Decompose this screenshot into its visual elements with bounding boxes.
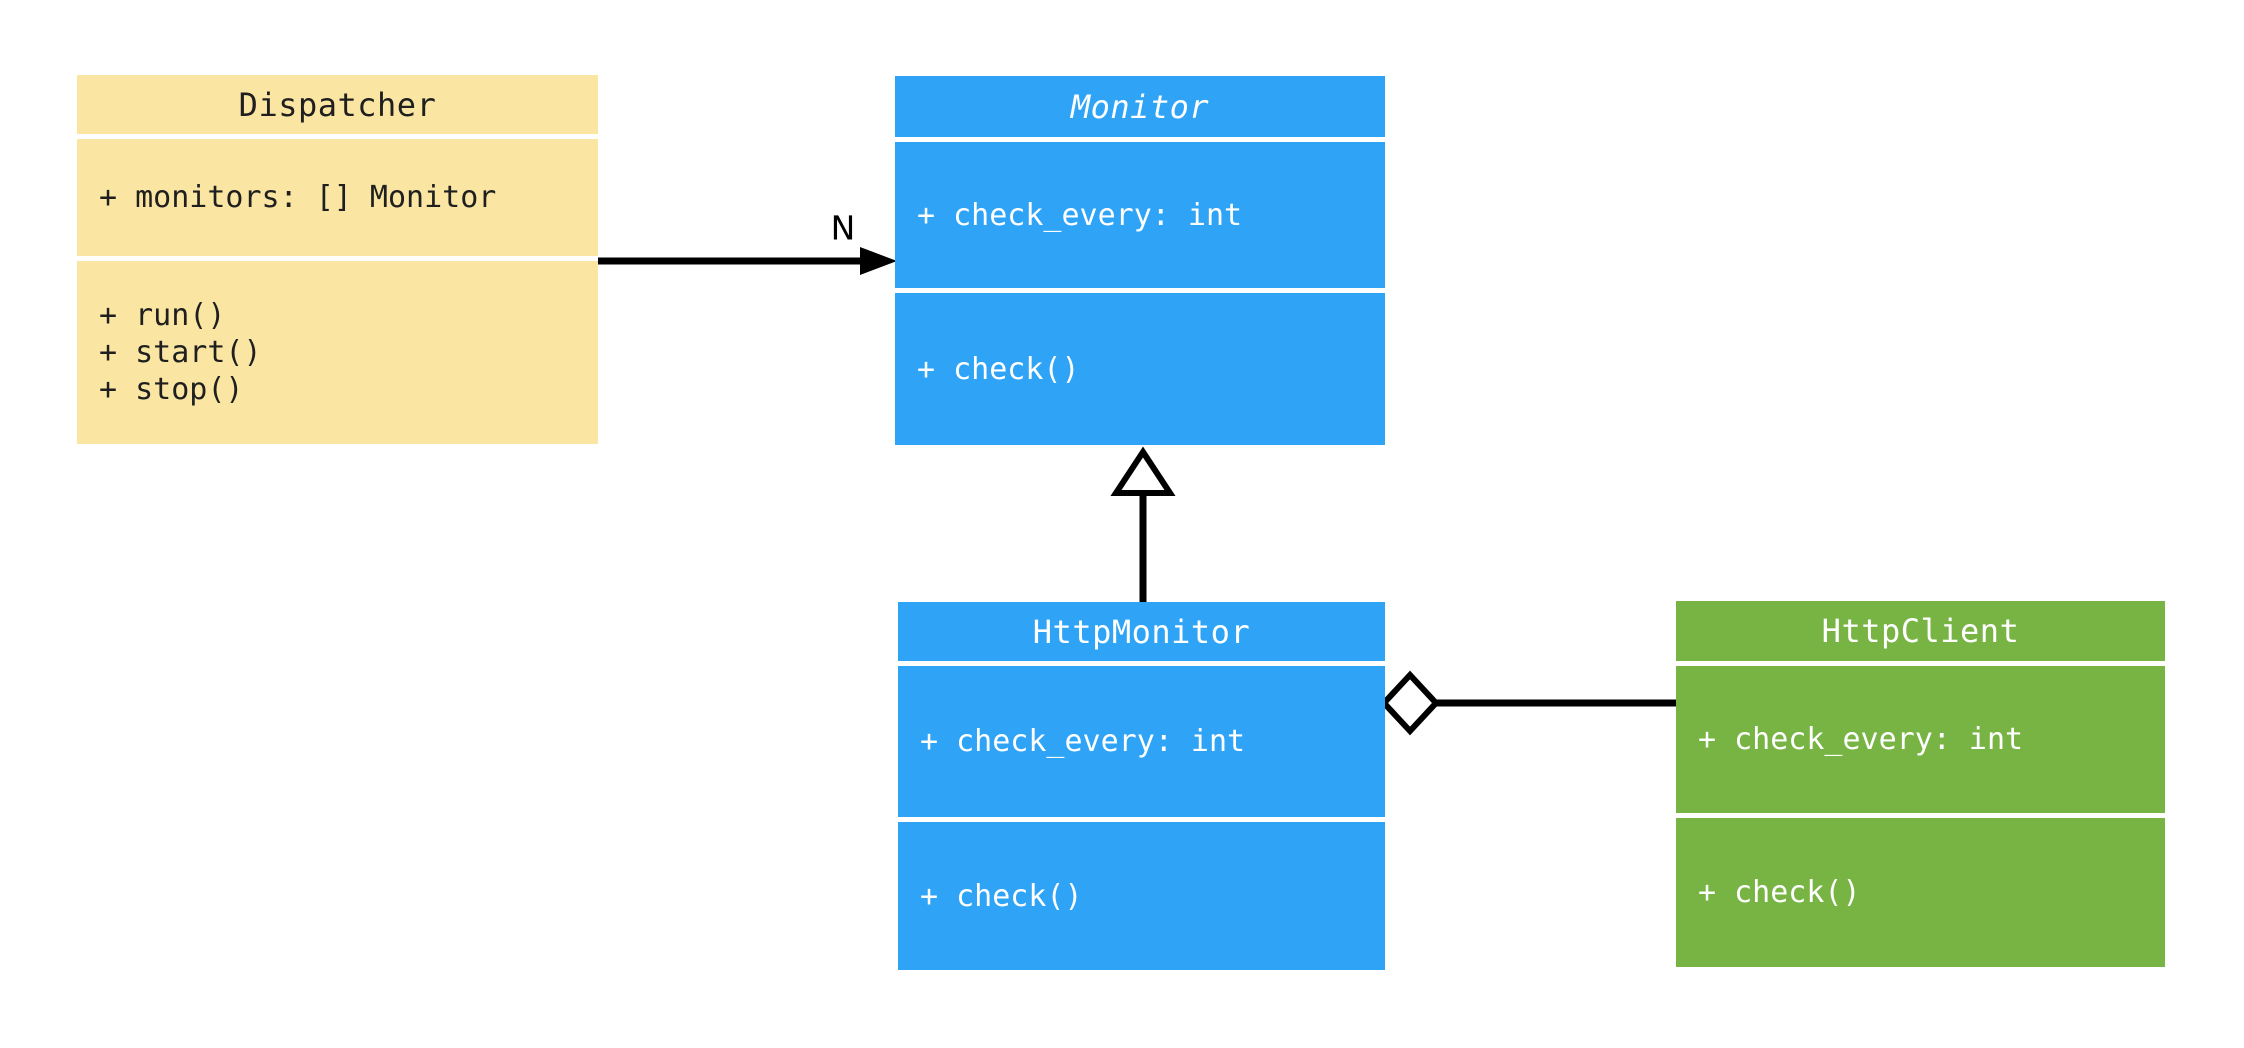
class-title: HttpClient: [1676, 601, 2165, 661]
class-box-httpclient: HttpClient + check_every: int + check(): [1676, 601, 2165, 967]
class-title: HttpMonitor: [898, 602, 1385, 661]
class-box-httpmonitor: HttpMonitor + check_every: int + check(): [898, 602, 1385, 970]
method-item: + start(): [99, 335, 262, 370]
methods-compartment: + check(): [1676, 818, 2165, 967]
attributes-compartment: + check_every: int: [1676, 666, 2165, 813]
methods-compartment: + check(): [895, 293, 1385, 445]
attribute-item: + check_every: int: [917, 197, 1243, 233]
class-title: Monitor: [895, 76, 1385, 137]
attributes-compartment: + check_every: int: [898, 666, 1385, 817]
attributes-compartment: + check_every: int: [895, 142, 1385, 288]
method-item: + check(): [1698, 875, 1861, 910]
attribute-item: + check_every: int: [1698, 722, 2024, 757]
multiplicity-label: N: [830, 208, 856, 248]
attributes-compartment: + monitors: [] Monitor: [77, 139, 598, 256]
aggregation-diamond-icon: [1379, 670, 1441, 736]
association-arrowhead-icon: [860, 247, 897, 275]
method-item: + stop(): [99, 372, 244, 407]
class-box-dispatcher: Dispatcher + monitors: [] Monitor + run(…: [77, 75, 598, 444]
class-title: Dispatcher: [77, 75, 598, 134]
method-item: + check(): [917, 351, 1080, 387]
method-item: + check(): [920, 878, 1083, 914]
attribute-item: + monitors: [] Monitor: [99, 180, 497, 215]
methods-compartment: + run() + start() + stop(): [77, 261, 598, 444]
methods-compartment: + check(): [898, 822, 1385, 970]
attribute-item: + check_every: int: [920, 724, 1246, 759]
method-item: + run(): [99, 298, 226, 333]
inheritance-triangle-icon: [1110, 446, 1176, 496]
class-box-monitor: Monitor + check_every: int + check(): [895, 76, 1385, 445]
